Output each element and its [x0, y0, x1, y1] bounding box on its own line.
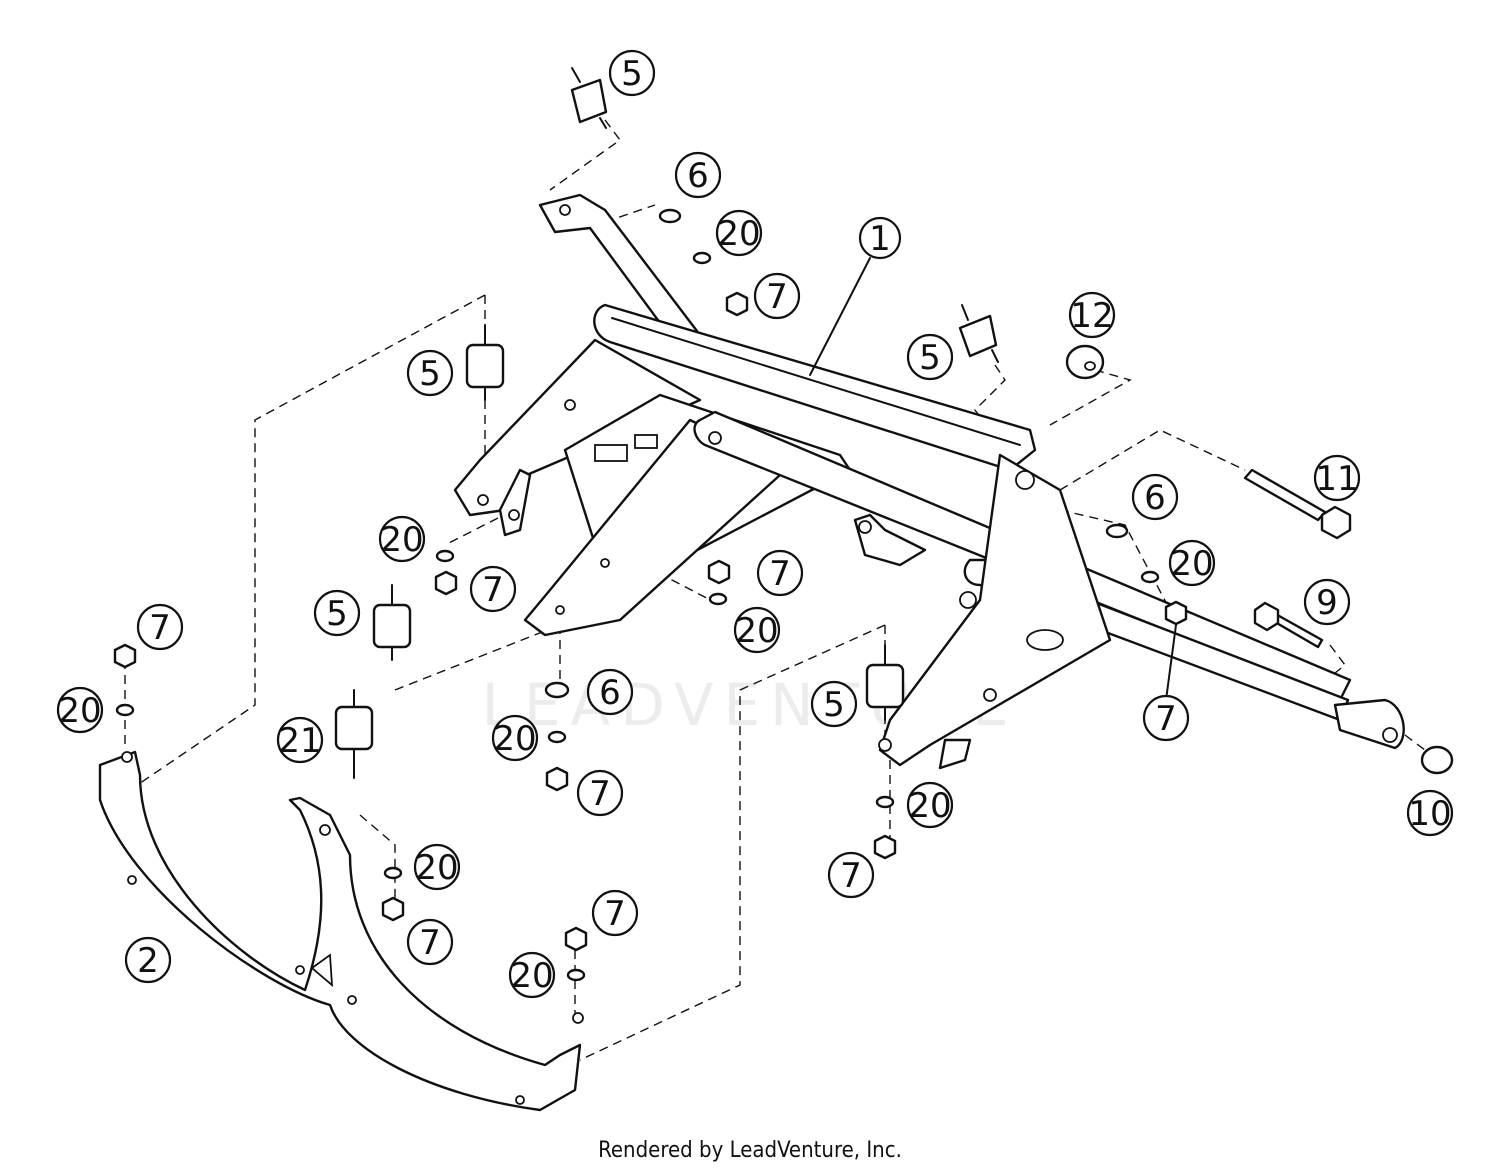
callout-1-leader: [809, 257, 871, 376]
callout-5-right: 5: [906, 333, 954, 381]
callout-6-right: 6: [1131, 473, 1179, 521]
svg-text:7: 7: [1155, 699, 1177, 739]
callout-7-leader: [1165, 624, 1177, 701]
svg-text:6: 6: [687, 156, 709, 196]
callout-20-center: 20: [733, 606, 781, 654]
footer-credit: Rendered by LeadVenture, Inc.: [598, 1138, 902, 1163]
svg-text:6: 6: [599, 673, 621, 713]
callout-7-far-left: 7: [136, 603, 184, 651]
callout-5-left: 5: [406, 349, 454, 397]
svg-text:7: 7: [769, 554, 791, 594]
svg-text:20: 20: [380, 520, 423, 560]
svg-text:10: 10: [1408, 794, 1451, 834]
callout-1: 1: [858, 216, 902, 260]
callout-6-center: 6: [586, 668, 634, 716]
svg-text:5: 5: [823, 685, 845, 725]
svg-text:2: 2: [137, 941, 159, 981]
main-frame: [453, 193, 1405, 770]
svg-text:20: 20: [735, 611, 778, 651]
callout-20-lower-center: 20: [491, 714, 539, 762]
svg-text:20: 20: [717, 214, 760, 254]
svg-text:6: 6: [1144, 478, 1166, 518]
callout-7-plate-right: 7: [591, 889, 639, 937]
callout-7-plate-mid: 7: [406, 918, 454, 966]
callout-2: 2: [124, 936, 172, 984]
svg-text:9: 9: [1316, 583, 1338, 623]
callout-21: 21: [276, 716, 324, 764]
callout-20-far-left: 20: [56, 686, 104, 734]
callout-5-mid-left: 5: [313, 589, 361, 637]
callout-6-top: 6: [674, 151, 722, 199]
callout-20-top: 20: [715, 209, 763, 257]
callout-20-plate-mid: 20: [413, 843, 461, 891]
callout-7-left: 7: [469, 565, 517, 613]
svg-text:11: 11: [1315, 459, 1358, 499]
svg-text:20: 20: [415, 848, 458, 888]
svg-text:7: 7: [604, 894, 626, 934]
callout-5-lower-right: 5: [810, 680, 858, 728]
svg-text:5: 5: [326, 594, 348, 634]
engine-mount-plate: [98, 750, 584, 1112]
svg-text:12: 12: [1070, 296, 1113, 336]
callout-20-right: 20: [1168, 539, 1216, 587]
callout-12: 12: [1068, 291, 1116, 339]
callout-20-left: 20: [378, 515, 426, 563]
svg-text:21: 21: [278, 721, 321, 761]
rubber-mounts: [334, 67, 999, 779]
bolts-and-caps: [1065, 344, 1454, 775]
nuts-and-washers: [113, 208, 1188, 982]
svg-text:5: 5: [919, 338, 941, 378]
svg-text:7: 7: [149, 608, 171, 648]
svg-text:20: 20: [1170, 544, 1213, 584]
callout-7-center: 7: [756, 549, 804, 597]
callout-7-lower-center: 7: [576, 769, 624, 817]
callout-9: 9: [1303, 578, 1351, 626]
svg-text:20: 20: [510, 956, 553, 996]
callout-7-lower-right: 7: [827, 851, 875, 899]
callout-20-lower-right: 20: [906, 781, 954, 829]
svg-text:1: 1: [869, 219, 891, 259]
svg-text:5: 5: [419, 354, 441, 394]
callout-7-top: 7: [753, 272, 801, 320]
svg-text:5: 5: [621, 54, 643, 94]
svg-text:7: 7: [589, 774, 611, 814]
svg-text:20: 20: [58, 691, 101, 731]
svg-text:7: 7: [840, 856, 862, 896]
callout-10: 10: [1406, 789, 1454, 837]
callout-5-top: 5: [608, 49, 656, 97]
svg-text:20: 20: [493, 719, 536, 759]
svg-text:7: 7: [766, 277, 788, 317]
callout-11: 11: [1313, 454, 1361, 502]
svg-text:7: 7: [419, 923, 441, 963]
callout-7-right: 7: [1142, 694, 1190, 742]
callouts: 1 2 5 5 5 5 5 6 6 6 7 7 7 7 7 7 7 7 7 7 …: [56, 49, 1454, 999]
svg-text:20: 20: [908, 786, 951, 826]
svg-text:7: 7: [482, 570, 504, 610]
callout-20-plate-right: 20: [508, 951, 556, 999]
